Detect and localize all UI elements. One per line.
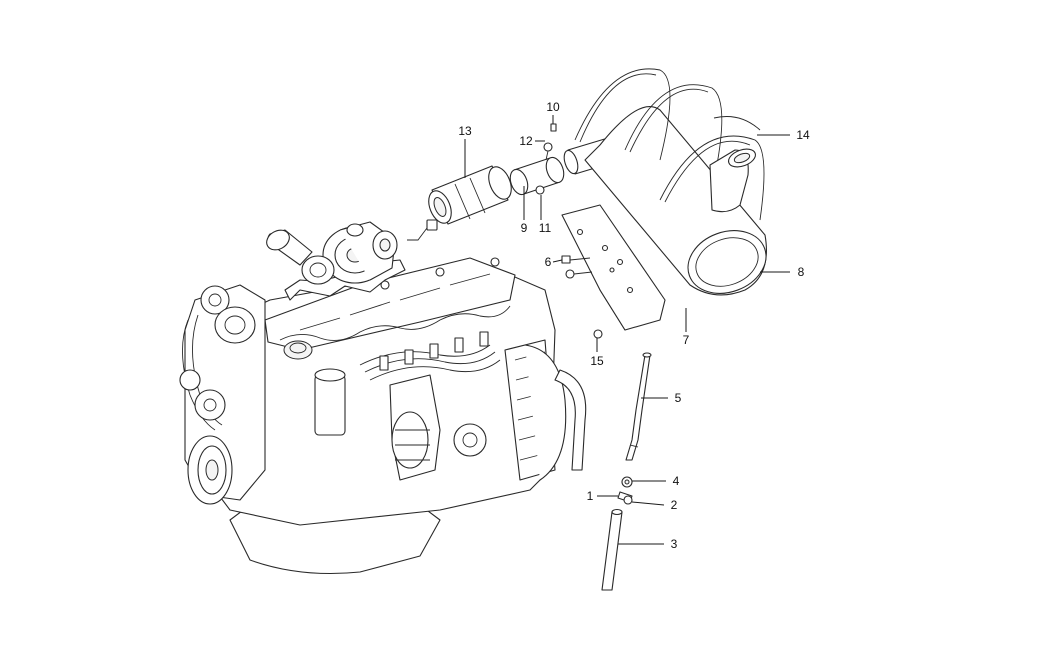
callout-13: 13 (458, 124, 472, 178)
svg-text:15: 15 (590, 354, 604, 368)
pipe-coupling (617, 491, 633, 505)
callout-11: 11 (539, 195, 552, 235)
callout-6: 6 (545, 255, 563, 269)
svg-text:3: 3 (671, 537, 678, 551)
callout-9: 9 (521, 186, 528, 235)
callout-5: 5 (641, 391, 682, 405)
svg-text:8: 8 (798, 265, 805, 279)
pipe-fitting (407, 219, 438, 241)
callout-15: 15 (590, 338, 604, 368)
svg-text:5: 5 (675, 391, 682, 405)
callout-14: 14 (757, 128, 810, 142)
muffler-bracket (561, 204, 666, 331)
lower-pipe (601, 508, 623, 591)
svg-text:12: 12 (519, 134, 533, 148)
svg-text:2: 2 (671, 498, 678, 512)
svg-text:13: 13 (458, 124, 472, 138)
svg-text:7: 7 (683, 333, 690, 347)
callout-3: 3 (618, 537, 678, 551)
engine-assembly (179, 221, 587, 575)
band-clamp (509, 156, 565, 196)
svg-text:9: 9 (521, 221, 528, 235)
svg-text:6: 6 (545, 255, 552, 269)
clamp-nut (535, 185, 545, 195)
callout-7: 7 (683, 308, 690, 347)
bracket-nut (593, 329, 603, 339)
svg-text:4: 4 (673, 474, 680, 488)
svg-text:10: 10 (546, 100, 560, 114)
callout-10: 10 (546, 100, 560, 124)
callout-4: 4 (632, 474, 680, 488)
callout-2: 2 (631, 498, 678, 512)
upper-pipe (625, 352, 652, 461)
flex-pipe (428, 165, 512, 225)
elbow-fitting (621, 476, 633, 488)
muffler (574, 68, 767, 296)
svg-text:14: 14 (796, 128, 810, 142)
svg-text:1: 1 (587, 489, 594, 503)
svg-text:11: 11 (539, 221, 552, 235)
clamp-bolt (543, 123, 557, 161)
turbocharger (266, 221, 398, 285)
callout-12: 12 (519, 134, 545, 148)
bracket-bolts (561, 255, 593, 279)
callout-1: 1 (587, 489, 618, 503)
callout-8: 8 (760, 265, 805, 279)
